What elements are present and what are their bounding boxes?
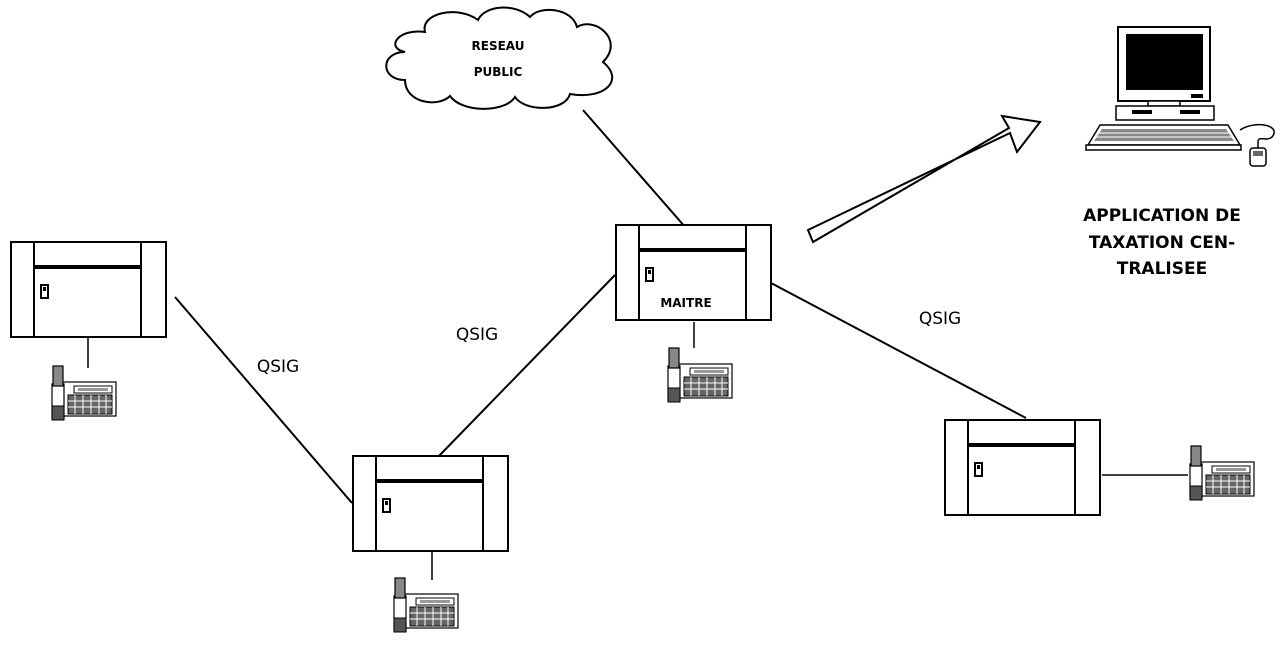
link-left-to-bottom: [174, 296, 353, 504]
qsig-label-right: QSIG: [919, 309, 961, 329]
pbx-master: MAITRE: [614, 223, 773, 322]
system-unit-icon: [1115, 105, 1215, 121]
application-label-line1: APPLICATION DE: [1083, 206, 1241, 226]
master-label: MAITRE: [660, 296, 711, 310]
public-network-cloud: RESEAU PUBLIC: [385, 6, 614, 110]
application-label-line3: TRALISEE: [1117, 259, 1207, 279]
computer-icon: [1085, 26, 1275, 167]
links: [87, 109, 1188, 580]
phone-right: [1189, 445, 1255, 501]
pbx-right: [943, 418, 1102, 517]
cloud-label-line1: RESEAU: [472, 39, 525, 53]
link-cloud-to-master: [582, 109, 687, 229]
cloud-label-line2: PUBLIC: [474, 65, 523, 79]
cloud-shape: [385, 6, 614, 110]
pbx-bottom: [351, 454, 510, 553]
pbx-left: [9, 240, 168, 339]
phone-bottom: [393, 577, 459, 633]
mouse-icon: [1249, 147, 1267, 167]
qsig-label-center: QSIG: [456, 325, 498, 345]
application-label-line2: TAXATION CEN-: [1089, 233, 1235, 253]
qsig-label-left: QSIG: [257, 357, 299, 377]
phone-left: [51, 365, 117, 421]
link-master-to-right: [770, 282, 1027, 419]
phone-master: [667, 347, 733, 403]
data-flow-arrow: [806, 114, 1042, 244]
link-bottom-to-master: [436, 274, 616, 459]
